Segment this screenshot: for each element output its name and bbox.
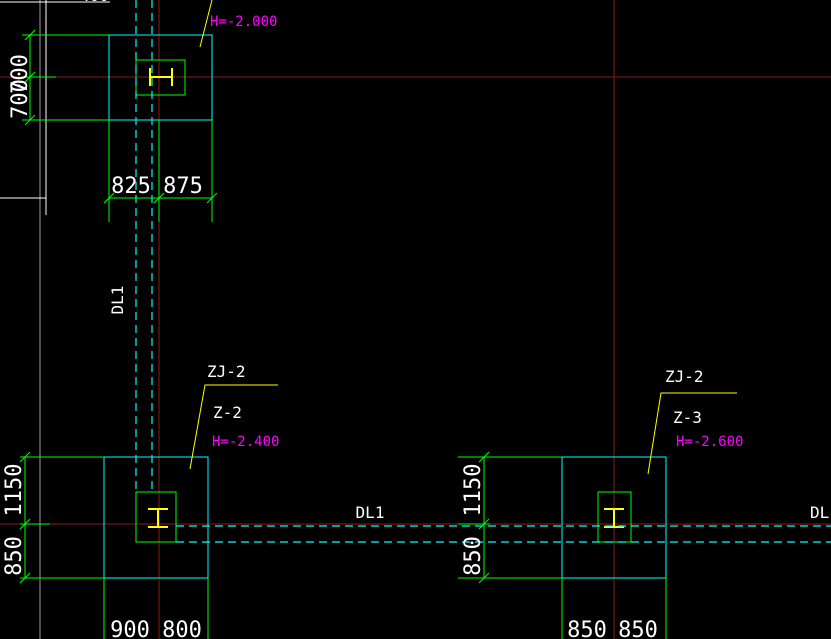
beam-label-vertical: DL1	[108, 286, 127, 315]
dim-right-x2: 850	[618, 618, 658, 639]
i-section-icon	[148, 508, 168, 528]
elevation-left: H=-2.400	[212, 434, 279, 450]
dim-top-x1: 825	[111, 174, 151, 199]
column-top-box	[135, 59, 186, 96]
dim-top-y2: 700	[8, 79, 33, 119]
foundation-outlines	[103, 34, 667, 579]
column-left-box	[135, 491, 177, 543]
leader-left	[189, 384, 278, 470]
column-boxes	[135, 59, 632, 543]
h-section-icon	[149, 68, 173, 86]
dim-left-x1: 900	[110, 618, 150, 639]
dimension-lines	[19, 29, 667, 639]
dim-right-y2: 850	[461, 536, 486, 576]
dim-left-x2: 800	[162, 618, 202, 639]
ground-beams	[135, 0, 831, 543]
column-label-left: Z-2	[213, 403, 242, 422]
elevation-right: H=-2.600	[676, 434, 743, 450]
foundation-label-right: ZJ-2	[665, 367, 704, 386]
leader-top	[199, 0, 213, 48]
dim-top-y1: 700	[8, 54, 33, 94]
dim-top-x2: 875	[163, 174, 203, 199]
column-right-box	[597, 491, 632, 543]
beam-label-horizontal: DL1	[356, 503, 385, 522]
dim-left-y1: 1150	[2, 464, 27, 517]
i-section-icon	[604, 508, 624, 528]
left-reference-lines	[0, 0, 110, 639]
top-partial-label: 400	[80, 0, 109, 5]
leader-lines	[189, 0, 737, 475]
footing-right-outline	[561, 456, 667, 579]
foundation-label-left: ZJ-2	[207, 362, 246, 381]
dim-left-y2: 850	[2, 536, 27, 576]
column-label-right: Z-3	[673, 408, 702, 427]
steel-columns	[148, 68, 624, 528]
beam-label-horizontal-edge: DL	[810, 503, 829, 522]
footing-top-outline	[108, 34, 213, 121]
elevation-top: H=-2.000	[210, 14, 277, 30]
dim-right-x1: 850	[567, 618, 607, 639]
leader-right	[647, 392, 737, 475]
dim-right-y1: 1150	[461, 464, 486, 517]
footing-left-outline	[103, 456, 209, 579]
